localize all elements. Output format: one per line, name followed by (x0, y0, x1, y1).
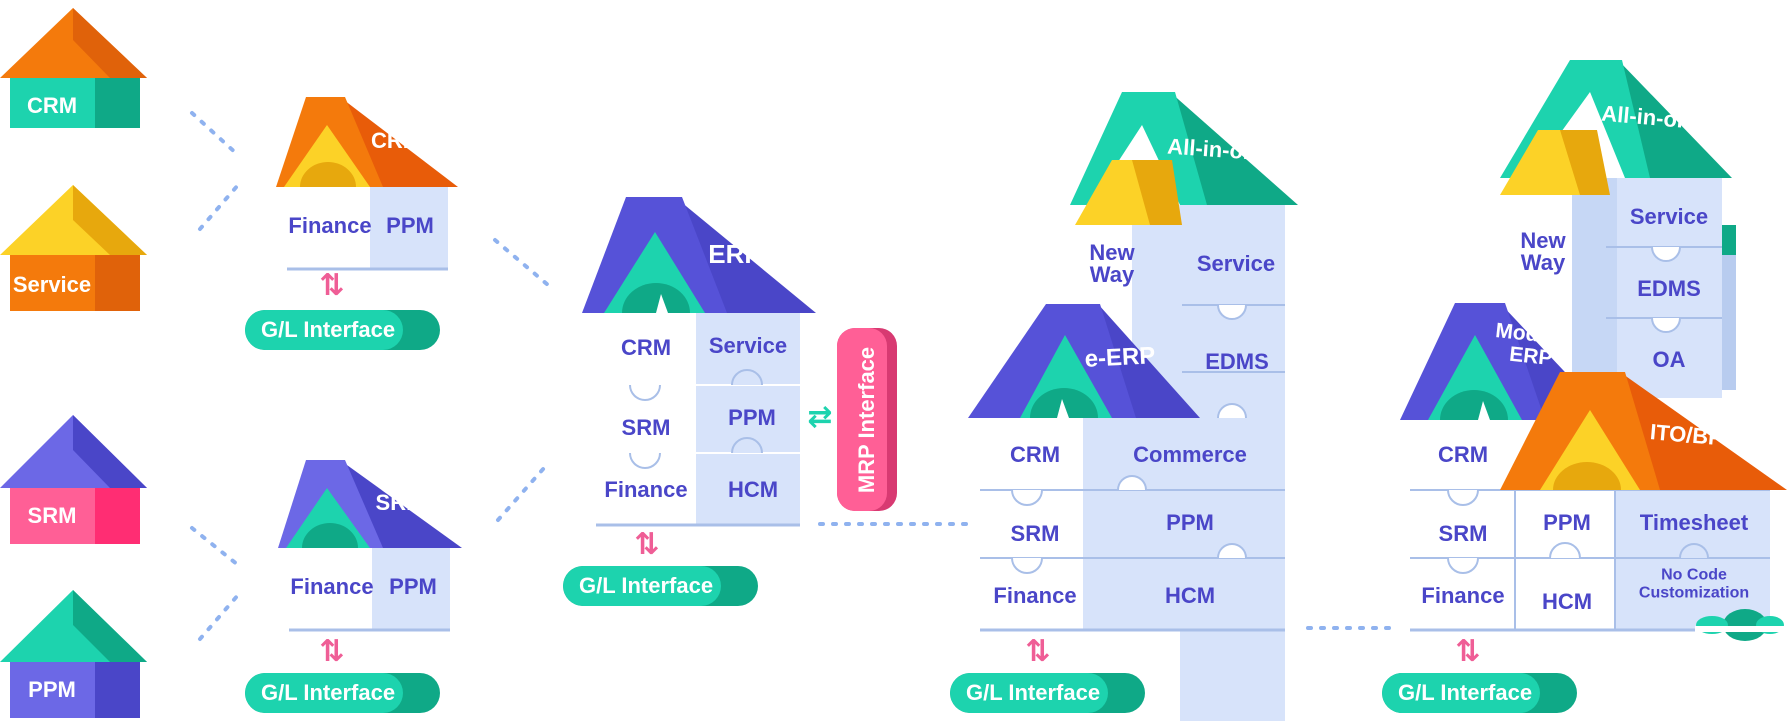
module-ppm: PPM (728, 405, 776, 430)
module-finance: Finance (1421, 583, 1505, 608)
module-finance: Finance (290, 574, 374, 599)
module-finance: Finance (604, 477, 688, 502)
gl-arrows-icon: ⇅ (1025, 635, 1050, 668)
gl-interface-badge: G/L Interface (950, 673, 1145, 713)
gl-interface-label: G/L Interface (1398, 680, 1533, 705)
connector-line (198, 183, 240, 231)
connector-line (198, 593, 240, 641)
module-new-way: New Way (1520, 228, 1566, 275)
connector-line (190, 526, 240, 567)
module-oa: OA (1652, 347, 1686, 372)
gl-interface-badge: G/L Interface (563, 566, 758, 606)
mrp-interface-badge: MRP Interface (837, 328, 897, 511)
mrp-interface-label: MRP Interface (854, 346, 879, 493)
module-finance: Finance (993, 583, 1077, 608)
mrp-arrows-icon: ⇄ (807, 400, 832, 434)
module-crm: CRM (620, 335, 672, 360)
module-srm: SRM (1010, 521, 1060, 546)
module-service: Service (1629, 204, 1709, 229)
house-srm-simple (0, 415, 147, 544)
connector-line (496, 466, 546, 522)
module-hcm: HCM (1164, 583, 1216, 608)
roof-label-e-erp: e-ERP (1083, 342, 1156, 373)
module-ppm: PPM (1166, 510, 1214, 535)
roof-label-erp: ERP (708, 239, 762, 269)
house-ppm-simple (0, 590, 147, 718)
module-ppm: PPM (386, 213, 434, 238)
house-label-crm: CRM (26, 93, 78, 118)
module-edms: EDMS (1205, 349, 1269, 374)
module-ppm: PPM (389, 574, 437, 599)
connectors (190, 111, 1392, 641)
module-crm: CRM (1009, 442, 1061, 467)
house-label-srm: SRM (27, 503, 77, 528)
gl-interface-badge: G/L Interface (245, 310, 440, 350)
gl-arrows-icon: ⇅ (319, 269, 344, 302)
module-srm: SRM (1438, 521, 1488, 546)
house-label-ppm: PPM (28, 677, 76, 702)
module-no-code-customization: No Code Customization (1638, 566, 1750, 601)
roof-label-crm: CRM (370, 128, 422, 153)
gl-arrows-icon: ⇅ (1455, 635, 1480, 668)
connector-line (493, 238, 550, 287)
house-srm-small (278, 460, 462, 632)
module-commerce: Commerce (1133, 442, 1247, 467)
module-srm: SRM (621, 415, 671, 440)
module-timesheet: Timesheet (1639, 510, 1749, 535)
module-hcm: HCM (727, 477, 779, 502)
gl-interface-label: G/L Interface (966, 680, 1101, 705)
house-erp (582, 197, 816, 527)
module-ppm: PPM (1543, 510, 1591, 535)
house-service-simple (0, 185, 147, 311)
gl-interface-badge: G/L Interface (245, 673, 440, 713)
gl-interface-label: G/L Interface (579, 573, 714, 598)
module-service: Service (708, 333, 788, 358)
gl-interface-badge: G/L Interface (1382, 673, 1577, 713)
module-edms: EDMS (1637, 276, 1701, 301)
gl-interface-label: G/L Interface (261, 317, 396, 342)
gl-arrows-icon: ⇅ (319, 635, 344, 668)
module-finance: Finance (288, 213, 372, 238)
roof-label-srm: SRM (375, 490, 425, 515)
house-e-erp (968, 304, 1285, 632)
connector-line (190, 111, 240, 157)
house-crm-small (276, 97, 458, 271)
gl-arrows-icon: ⇅ (634, 528, 659, 561)
house-label-service: Service (12, 272, 92, 297)
module-new-way: New Way (1089, 240, 1135, 287)
gl-interface-label: G/L Interface (261, 680, 396, 705)
module-hcm: HCM (1541, 589, 1593, 614)
module-crm: CRM (1437, 442, 1489, 467)
module-service: Service (1196, 251, 1276, 276)
house-crm-simple (0, 8, 147, 128)
